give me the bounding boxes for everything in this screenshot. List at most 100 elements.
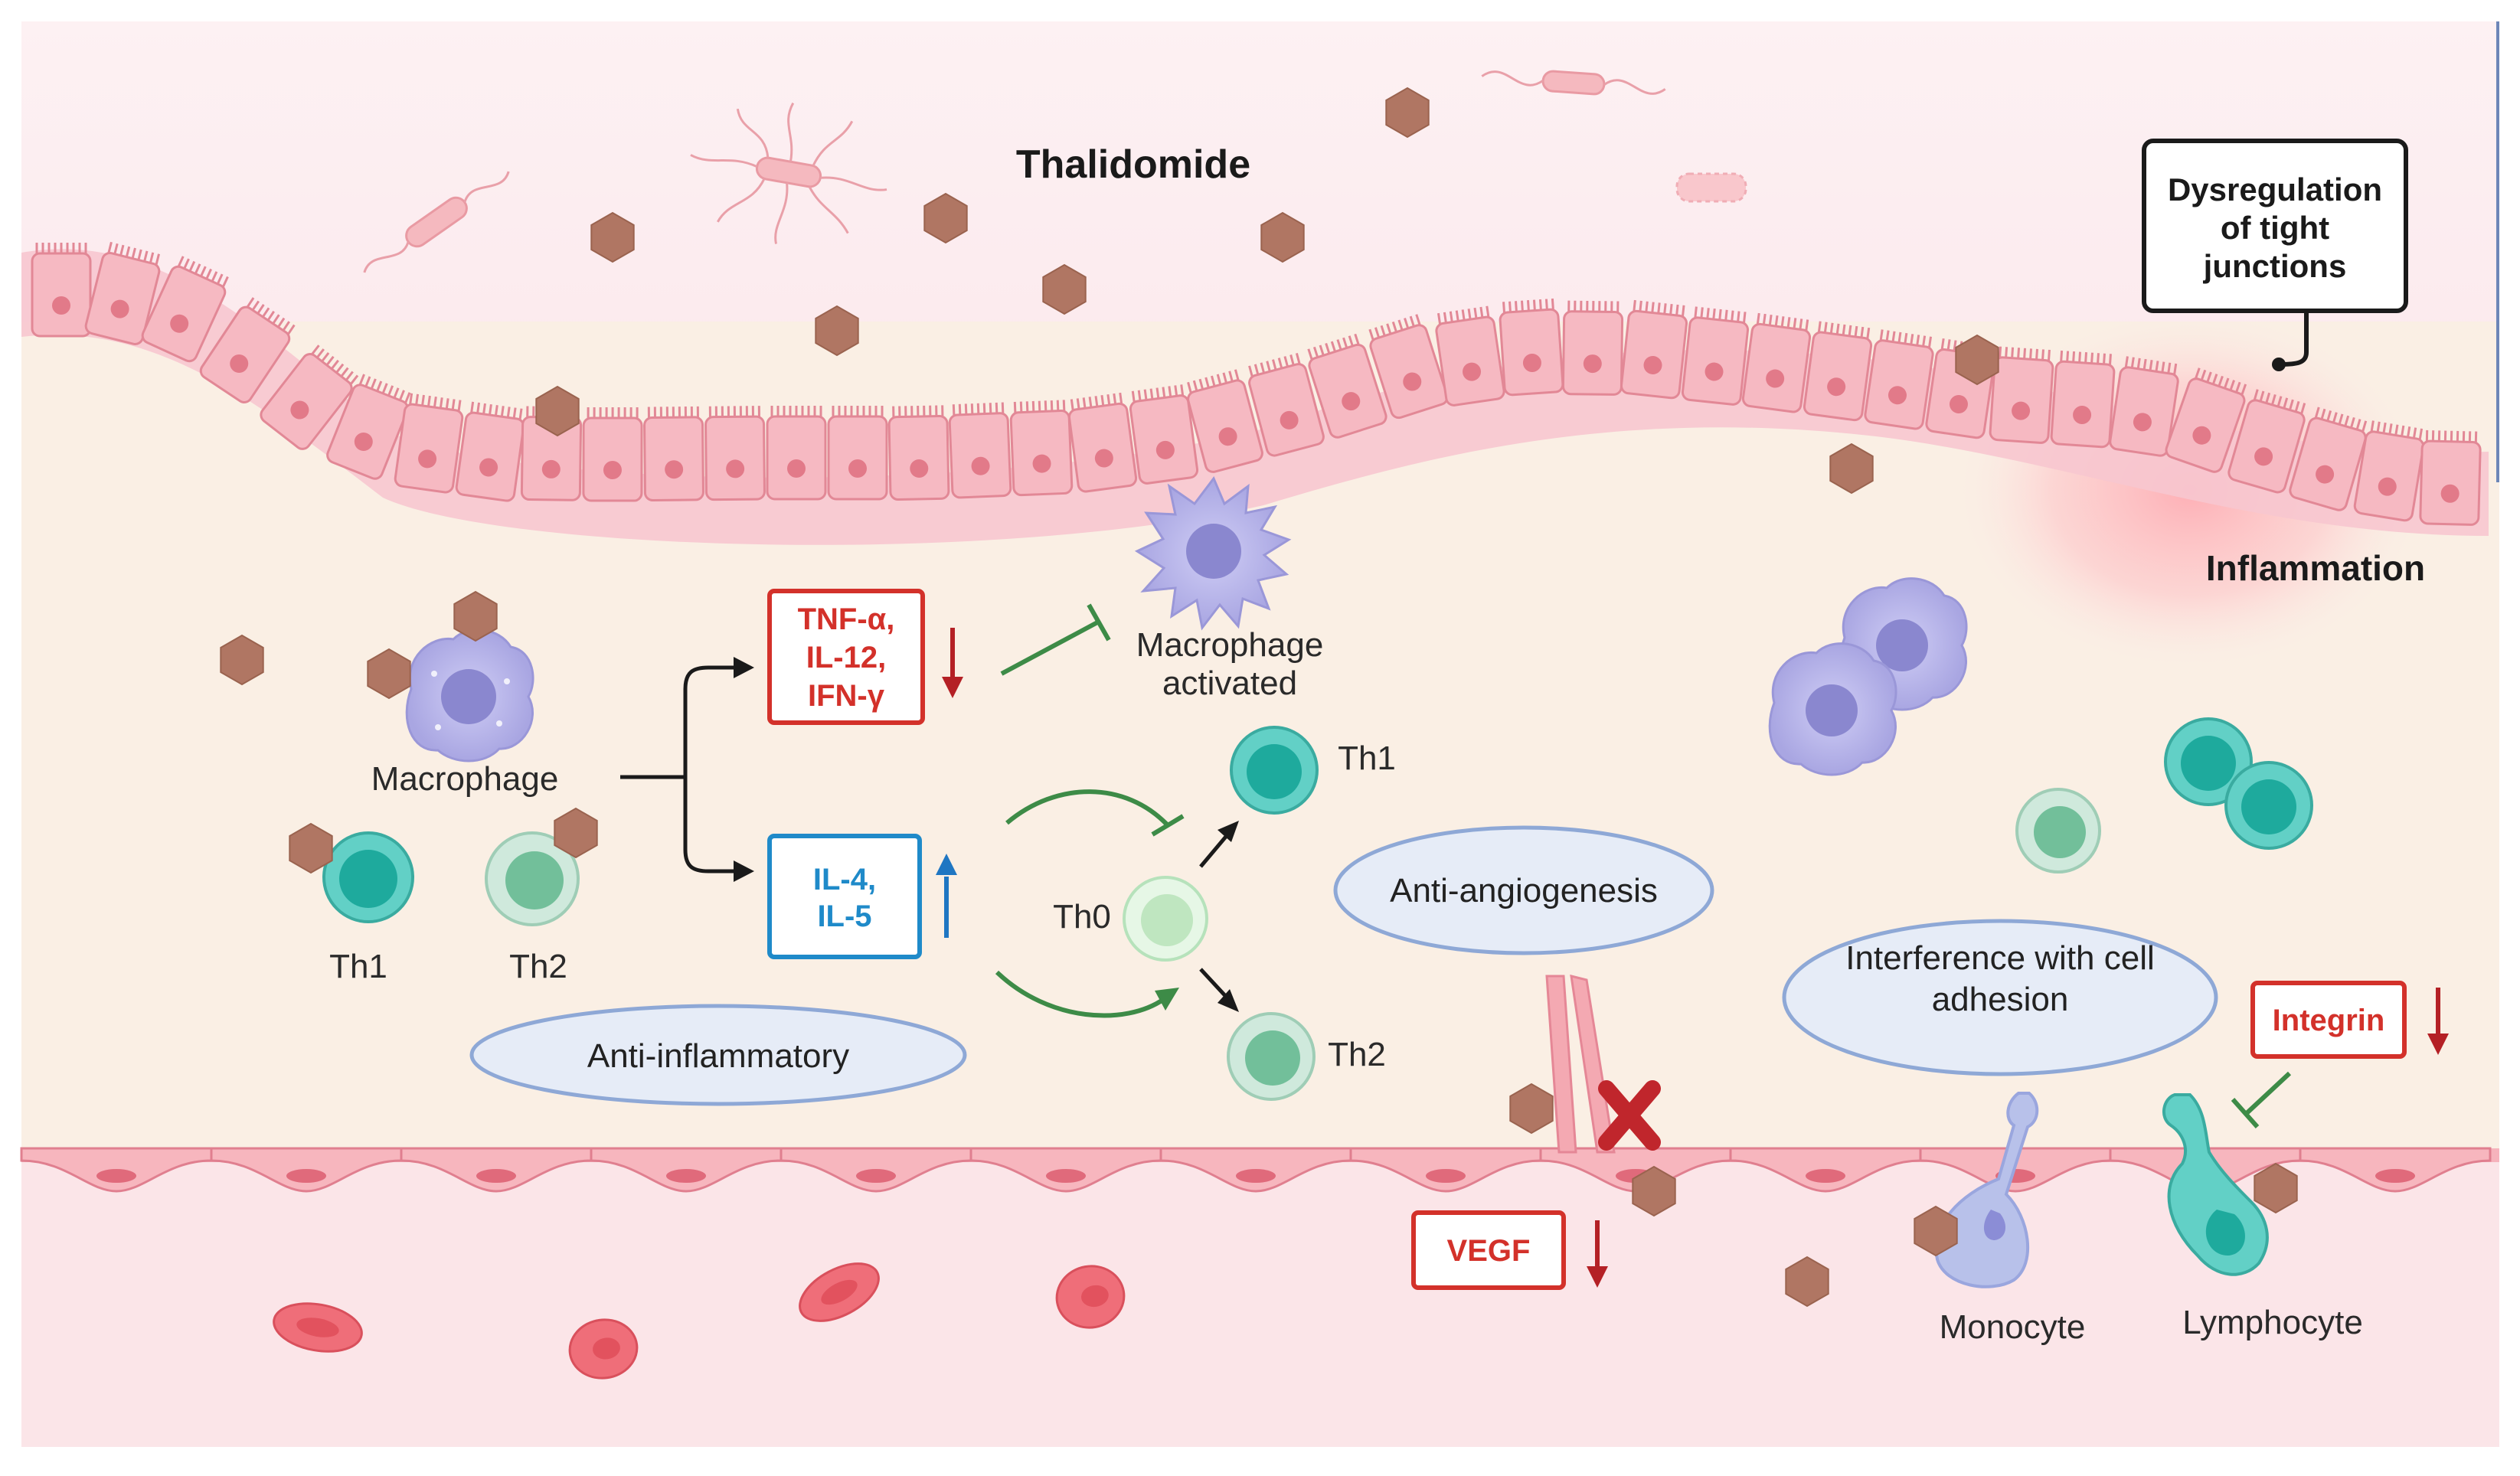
epithelial-cell bbox=[2289, 407, 2368, 511]
epithelial-cell bbox=[1307, 333, 1387, 439]
integrin-label: Integrin bbox=[2273, 1004, 2385, 1037]
thalidomide-molecule-icon bbox=[367, 648, 411, 700]
epithelial-cell bbox=[1067, 392, 1138, 493]
epithelial-cell bbox=[1499, 298, 1564, 397]
th0-to-th2-arrow bbox=[1199, 968, 1239, 1012]
bacteria-long-icon bbox=[1481, 70, 1666, 96]
macrophage-activated-line-1: Macrophage bbox=[1136, 626, 1324, 664]
vegf-box: VEGF bbox=[1411, 1210, 1566, 1290]
inhibit-th1-curve bbox=[1005, 789, 1185, 837]
epithelial-cell bbox=[1187, 369, 1263, 473]
th1-cell-pair bbox=[2164, 717, 2313, 850]
thalidomide-molecule-icon bbox=[554, 807, 598, 859]
activated-macrophage-cell bbox=[1134, 476, 1292, 631]
epithelial-cell bbox=[1561, 300, 1624, 396]
th2-cell-left bbox=[485, 831, 580, 926]
epithelial-cell bbox=[1741, 312, 1812, 413]
integrin-down-arrow-icon bbox=[2427, 988, 2449, 1055]
macrophage-cell bbox=[405, 629, 534, 762]
epithelial-cell bbox=[948, 402, 1012, 499]
monocyte-cell bbox=[1934, 1092, 2039, 1288]
epithelial-cell bbox=[1864, 329, 1934, 430]
lymphocyte-cell bbox=[2162, 1093, 2269, 1276]
epithelial-cell bbox=[1009, 400, 1074, 497]
epithelial-cell bbox=[887, 405, 950, 501]
promote-th2-curve bbox=[995, 970, 1179, 1018]
monocyte-label: Monocyte bbox=[1940, 1308, 2086, 1346]
th2-cell-right-tissue bbox=[2015, 788, 2101, 874]
cell-adhesion-line-1: Interference with cell bbox=[1845, 939, 2155, 977]
cytokine-down-line-3: IFN-γ bbox=[808, 679, 885, 713]
epithelial-cell bbox=[1368, 314, 1449, 420]
thalidomide-molecule-icon bbox=[453, 590, 498, 642]
epithelial-cell bbox=[827, 406, 888, 501]
epithelial-cell bbox=[1803, 321, 1873, 422]
bacteria-rod-icon bbox=[363, 171, 510, 273]
th1-cell-right bbox=[1230, 726, 1319, 815]
th0-to-th1-arrow bbox=[1199, 821, 1239, 868]
cytokines-up-box: IL-4, IL-5 bbox=[767, 834, 922, 959]
epithelial-cell bbox=[1620, 299, 1688, 400]
callout-dot bbox=[2272, 358, 2286, 371]
th2-label-right: Th2 bbox=[1328, 1036, 1386, 1073]
thalidomide-molecule-icon bbox=[1914, 1205, 1958, 1257]
page-title: Thalidomide bbox=[1016, 142, 1250, 187]
thalidomide-molecule-icon bbox=[1385, 87, 1430, 139]
thalidomide-molecule-icon bbox=[1260, 211, 1305, 263]
thalidomide-molecule-icon bbox=[1632, 1165, 1676, 1217]
anti-angiogenesis-label: Anti-angiogenesis bbox=[1390, 872, 1658, 909]
th1-cell-left bbox=[322, 831, 414, 923]
up-arrow-icon bbox=[936, 854, 957, 938]
down-arrow-icon bbox=[942, 628, 963, 698]
cell-adhesion-oval: Interference with cell adhesion bbox=[1782, 919, 2218, 1076]
epithelial-cell bbox=[1681, 306, 1750, 406]
epithelial-cell bbox=[2109, 356, 2179, 457]
inflammation-label: Inflammation bbox=[2206, 548, 2425, 588]
vegf-down-arrow-icon bbox=[1587, 1220, 1608, 1288]
thalidomide-molecule-icon bbox=[923, 192, 968, 244]
thalidomide-molecule-icon bbox=[1509, 1083, 1554, 1135]
epithelial-cell bbox=[2050, 350, 2116, 449]
cytokine-down-line-1: TNF-α, bbox=[798, 602, 895, 636]
blood-vessel-endothelium bbox=[20, 1147, 2499, 1193]
vegf-label: VEGF bbox=[1447, 1234, 1531, 1268]
epithelial-cell bbox=[31, 243, 92, 338]
cytokine-down-line-2: IL-12, bbox=[806, 641, 886, 674]
thalidomide-molecule-icon bbox=[815, 305, 859, 357]
thalidomide-molecule-icon bbox=[1785, 1256, 1829, 1308]
th1-label-right: Th1 bbox=[1338, 740, 1396, 777]
angiogenic-sprout bbox=[1545, 975, 1616, 1154]
callout-line-1: Dysregulation bbox=[2168, 171, 2382, 207]
anti-inflammatory-label: Anti-inflammatory bbox=[587, 1037, 849, 1075]
epithelial-cell bbox=[2165, 367, 2247, 473]
thalidomide-molecule-icon bbox=[1042, 263, 1087, 315]
cytokines-down-box: TNF-α, IL-12, IFN-γ bbox=[767, 589, 925, 725]
thalidomide-molecule-icon bbox=[220, 634, 264, 686]
th1-label-left: Th1 bbox=[329, 948, 387, 985]
epithelial-cell bbox=[2227, 389, 2306, 494]
integrin-box: Integrin bbox=[2250, 981, 2407, 1059]
intestinal-epithelium bbox=[31, 241, 2482, 526]
blood-vessel-lumen bbox=[21, 1156, 2499, 1447]
epithelial-cell bbox=[766, 406, 827, 501]
red-blood-cells bbox=[273, 1262, 1126, 1380]
epithelial-cell bbox=[141, 256, 229, 363]
anti-angiogenesis-oval: Anti-angiogenesis bbox=[1333, 825, 1714, 955]
th0-cell bbox=[1123, 876, 1208, 962]
th2-label-left: Th2 bbox=[509, 948, 567, 985]
epithelial-cell bbox=[84, 241, 161, 345]
epithelial-cell bbox=[2353, 420, 2425, 522]
branch-arrow bbox=[620, 665, 749, 874]
macrophage-cluster bbox=[1768, 577, 1968, 776]
cytokine-up-line-2: IL-5 bbox=[817, 900, 871, 933]
epithelial-cell bbox=[326, 374, 411, 480]
cell-adhesion-line-2: adhesion bbox=[1932, 981, 2069, 1018]
epithelial-cell bbox=[394, 393, 464, 494]
callout-line-2: of tight bbox=[2221, 210, 2329, 246]
thalidomide-molecule-icon bbox=[1955, 334, 1999, 386]
epithelial-cell bbox=[1989, 346, 2054, 444]
thalidomide-molecule-icon bbox=[1829, 442, 1874, 495]
macrophage-label: Macrophage bbox=[371, 760, 559, 798]
epithelial-cell bbox=[1129, 384, 1199, 485]
